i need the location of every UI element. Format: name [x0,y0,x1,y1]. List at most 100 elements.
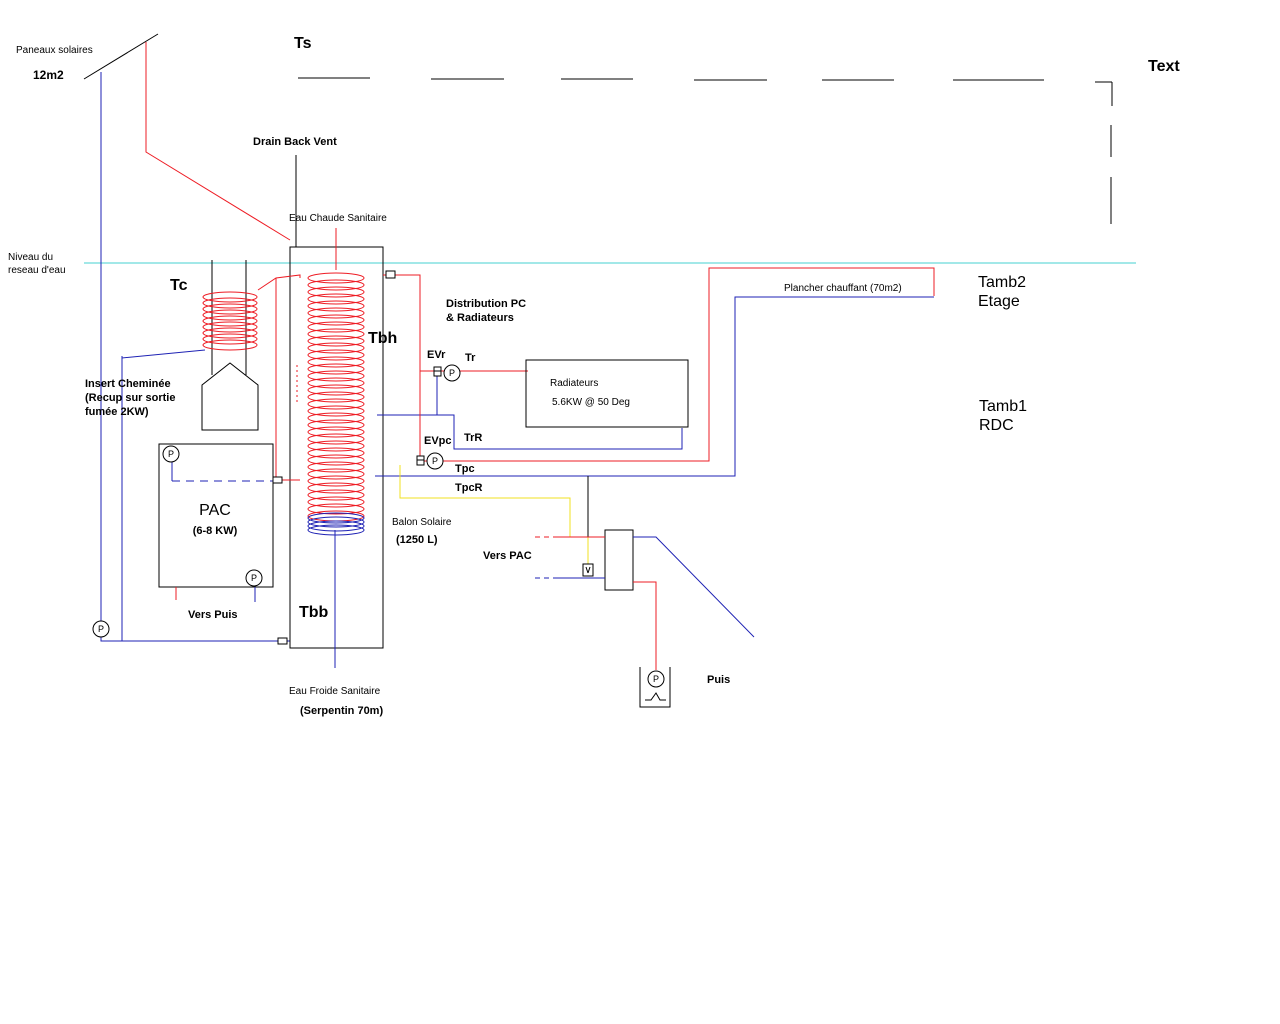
well-cold-pipe [633,536,755,638]
insert-cold-link [121,349,206,359]
coil-turn [307,475,365,487]
floor-hot-pipe [419,267,935,462]
coil-turn [307,405,365,417]
coil-turn [307,314,365,326]
label-etage: Etage [978,293,1020,310]
coil-turn [202,303,258,315]
coil-turn [307,419,365,431]
label-eau-chaude: Eau Chaude Sanitaire [289,213,387,224]
coil-turn [307,377,365,389]
label-vers-pac: Vers PAC [483,550,532,562]
coil-turn [307,328,365,340]
outside-boundary-dashes [298,77,1113,224]
coil-turn [307,363,365,375]
pump-solar: P [92,620,110,638]
vers-pac-pipes [535,536,605,579]
label-balon-2: (1250 L) [396,534,438,546]
coil-turn [202,333,258,345]
label-puis: Puis [707,674,730,686]
insert-coil [202,291,258,351]
coil-turn [307,370,365,382]
coil-turn [202,291,258,303]
label-rdc: RDC [979,417,1014,434]
label-plancher: Plancher chauffant (70m2) [784,283,902,294]
coil-turn [307,412,365,424]
well-water [645,692,666,701]
coil-turn [307,349,365,361]
floor-return-pipe [375,296,934,477]
solar-return-pipe [100,72,290,642]
label-text: Text [1148,58,1180,75]
label-balon-1: Balon Solaire [392,517,452,528]
coil-turn [307,520,365,532]
coil-turn [202,315,258,327]
well-pit [639,667,671,708]
heat-pump-box [158,443,274,588]
pump-pac-bottom: P [245,569,263,587]
label-serpentin: (Serpentin 70m) [300,705,383,717]
label-pac: PAC [199,502,231,519]
label-niveau-2: reseau d'eau [8,265,66,276]
pump-label: P [168,449,174,459]
label-evr: EVr [427,349,446,361]
coil-turn [307,384,365,396]
pump-label: P [449,368,455,378]
pump-well: P [647,670,665,688]
label-tpc: Tpc [455,463,475,475]
coil-turn [307,461,365,473]
solar-hot-pipe [145,42,291,241]
well-hot-pipe [633,581,657,670]
label-insert-3: fumée 2KW) [85,406,149,418]
valve-tank-top [385,270,396,279]
pump-pac-top: P [162,445,180,463]
coil-turn [307,447,365,459]
label-distribution-1: Distribution PC [446,298,526,310]
label-surface: 12m2 [33,68,64,82]
coil-turn [307,496,365,508]
label-drain-back: Drain Back Vent [253,136,337,148]
pump-floor: P [426,452,444,470]
label-evpc: EVpc [424,435,452,447]
coil-turn [202,309,258,321]
coil-turn [307,468,365,480]
pump-radiators: P [443,364,461,382]
coil-turn [202,321,258,333]
label-pac-power: (6-8 KW) [193,525,238,537]
pump-label: P [653,674,659,684]
coil-turn [202,339,258,351]
label-tc: Tc [170,277,188,294]
heat-exchanger [604,529,634,591]
pump-label: P [98,624,104,634]
label-vers-puis: Vers Puis [188,609,238,621]
coil-turn [202,327,258,339]
coil-turn [307,300,365,312]
coil-turn [307,398,365,410]
label-radiateurs: Radiateurs [550,378,598,389]
label-insert-2: (Recup sur sortie [85,392,175,404]
coil-turn [307,307,365,319]
coil-turn [307,482,365,494]
label-tr: Tr [465,352,476,364]
coil-turn [307,272,365,284]
label-tamb1: Tamb1 [979,398,1027,415]
coil-turn [307,454,365,466]
solar-panel [83,33,159,80]
label-panneaux: Paneaux solaires [16,45,93,56]
coil-turn [307,524,365,536]
label-distribution-2: & Radiateurs [446,312,514,324]
label-insert-1: Insert Cheminée [85,378,171,390]
radiator-box [525,359,689,428]
label-trr: TrR [464,432,482,444]
coil-turn [307,335,365,347]
coil-turn [307,512,365,524]
label-tpcr: TpcR [455,482,483,494]
coil-turn [307,342,365,354]
coil-turn [307,321,365,333]
valve-evpc [416,455,425,466]
coil-turn [307,440,365,452]
label-tamb2: Tamb2 [978,274,1026,291]
label-niveau-1: Niveau du [8,252,53,263]
valve-tank-bottom [277,637,288,645]
valve-pac [272,476,283,484]
